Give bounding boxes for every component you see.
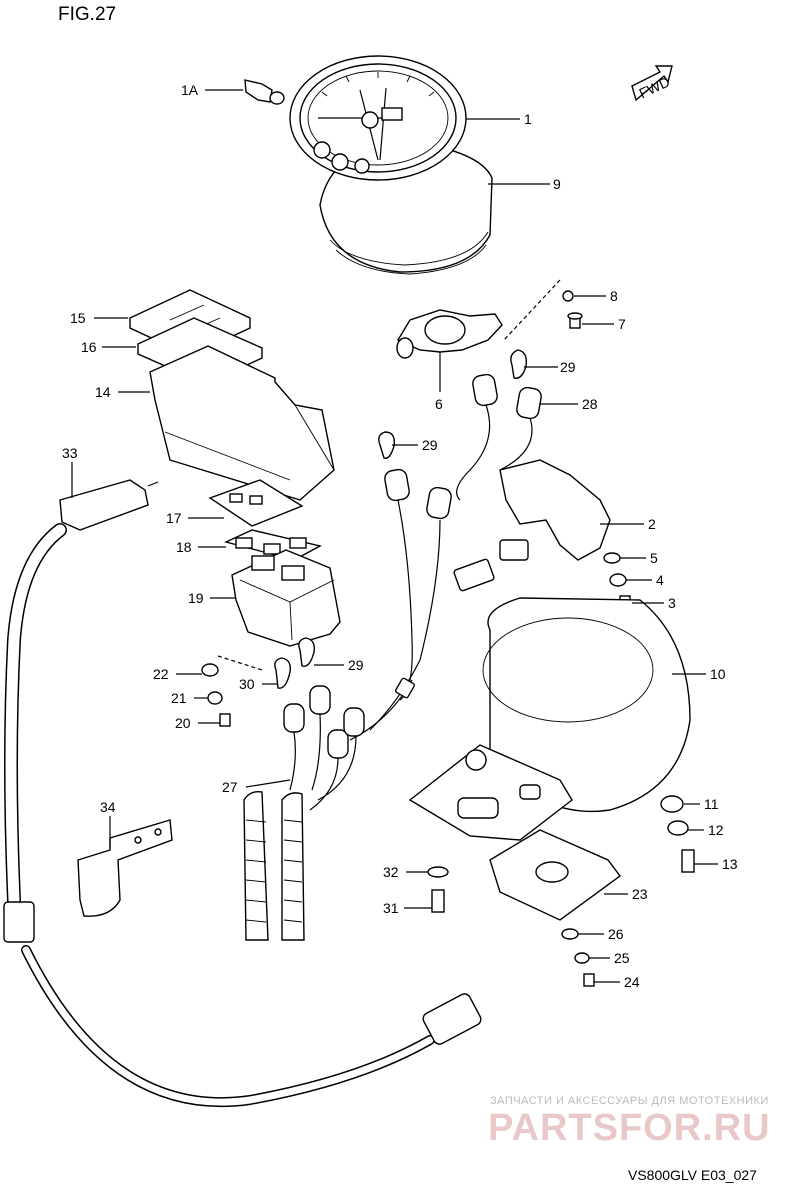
bracket-6: [396, 279, 561, 359]
watermark-brand: PARTSFOR.RU: [488, 1107, 771, 1149]
callout-13: 13: [722, 856, 738, 872]
washer-32: [427, 866, 449, 878]
callout-22: 22: [153, 666, 169, 682]
callout-26: 26: [608, 926, 624, 942]
callout-25: 25: [614, 950, 630, 966]
callout-8: 8: [610, 288, 618, 304]
callout-9: 9: [553, 176, 561, 192]
callout-labels: 1A 1 9 8 7 15 16 29 6 14 28 29 33 17 2 1…: [62, 82, 738, 990]
callout-1a: 1A: [181, 82, 199, 98]
nut-5: [603, 552, 621, 564]
leader-lines: [71, 89, 718, 983]
washer-22: [201, 663, 219, 677]
bolt-13: [681, 849, 695, 873]
callout-31: 31: [383, 900, 399, 916]
meter-case-10: [408, 597, 691, 841]
callout-24: 24: [624, 974, 640, 990]
callout-3: 3: [668, 595, 676, 611]
callout-30: 30: [239, 676, 255, 692]
lower-harness-27: [243, 637, 365, 941]
callout-2: 2: [648, 516, 656, 532]
nut-21: [207, 691, 223, 705]
watermark: ЗАПЧАСТИ И АКСЕССУАРЫ ДЛЯ МОТОТЕХНИКИ PA…: [488, 1095, 771, 1149]
callout-32: 32: [383, 864, 399, 880]
washer-26: [561, 928, 579, 940]
callout-15: 15: [70, 310, 86, 326]
callout-1: 1: [524, 111, 532, 127]
callout-29-top: 29: [560, 359, 576, 375]
forward-arrow-icon: FWD: [631, 65, 673, 101]
watermark-tagline: ЗАПЧАСТИ И АКСЕССУАРЫ ДЛЯ МОТОТЕХНИКИ: [490, 1095, 769, 1107]
bulb-socket-1a: [244, 79, 285, 105]
callout-4: 4: [656, 572, 664, 588]
grommet-11: [660, 795, 684, 813]
speedometer-cable-33: [3, 479, 482, 1108]
callout-29-low: 29: [348, 657, 364, 673]
callout-12: 12: [708, 822, 724, 838]
callout-18: 18: [176, 539, 192, 555]
bracket-23: [489, 829, 621, 921]
bolt-31: [431, 889, 445, 913]
callout-19: 19: [188, 590, 204, 606]
washer-12: [667, 820, 689, 836]
callout-20: 20: [175, 715, 191, 731]
wire-cover-2: [499, 459, 611, 561]
callout-33: 33: [62, 445, 78, 461]
bulb-sockets-harness: [349, 349, 542, 741]
figure-title: FIG.27: [58, 4, 116, 25]
callout-21: 21: [171, 690, 187, 706]
callout-11: 11: [704, 796, 719, 812]
callout-7: 7: [618, 316, 626, 332]
callout-34: 34: [100, 799, 116, 815]
callout-27: 27: [222, 779, 238, 795]
callout-6: 6: [435, 396, 443, 412]
figure-code: VS800GLV E03_027: [628, 1167, 757, 1183]
speedometer-assembly: [289, 55, 493, 275]
callout-14: 14: [95, 384, 111, 400]
screw-7: [567, 312, 583, 329]
callout-10: 10: [710, 666, 726, 682]
callout-28: 28: [582, 396, 598, 412]
washer-4: [609, 573, 627, 587]
fwd-label: FWD: [637, 73, 673, 101]
cable-clamp-34: [77, 819, 173, 917]
callout-23: 23: [632, 886, 648, 902]
callout-5: 5: [650, 550, 658, 566]
screw-8: [562, 290, 574, 302]
screw-20: [219, 713, 231, 727]
callout-16: 16: [81, 339, 97, 355]
nut-24: [583, 973, 595, 987]
callout-29-mid: 29: [422, 437, 438, 453]
washer-25: [574, 952, 590, 964]
callout-17: 17: [166, 510, 182, 526]
indicator-housing: [129, 289, 341, 647]
